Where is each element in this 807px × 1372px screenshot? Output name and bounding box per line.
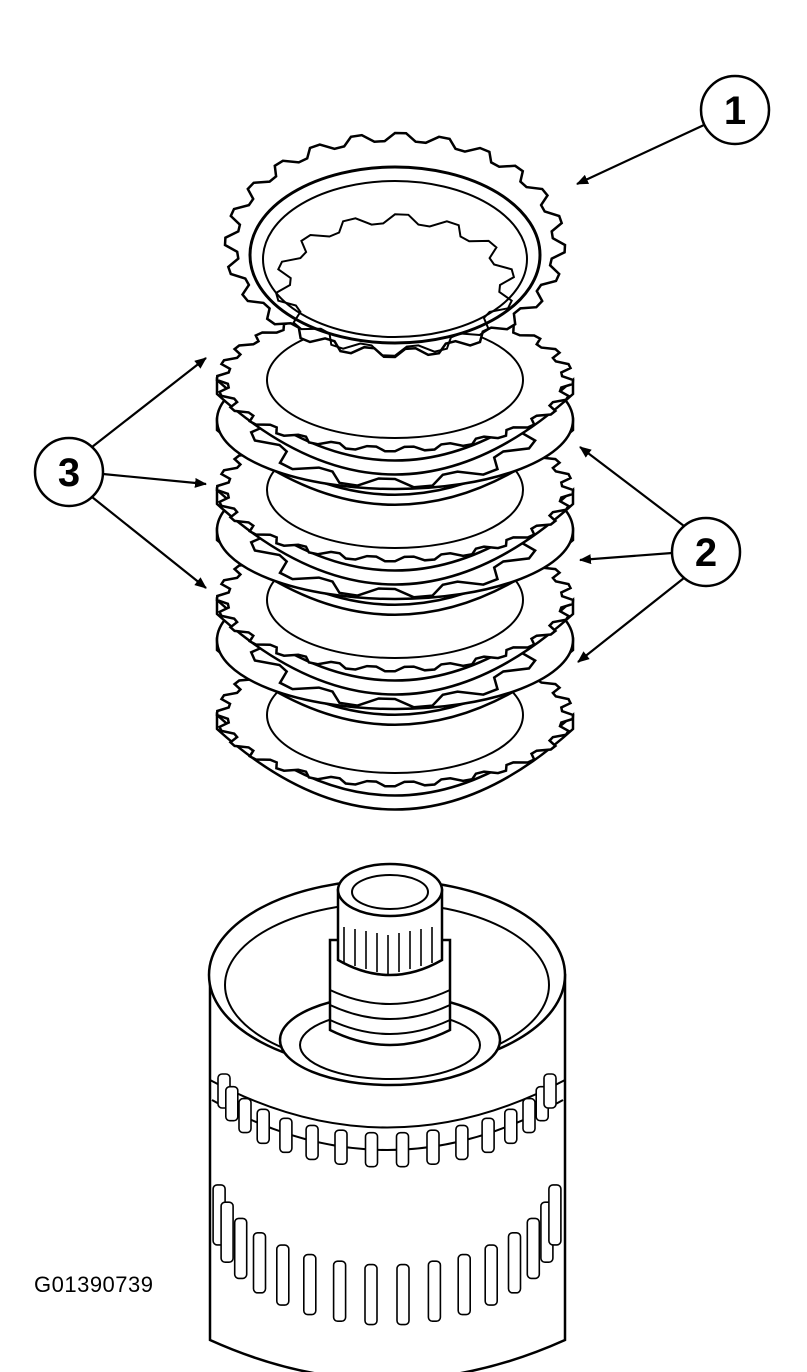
callout-1-label: 1: [724, 89, 746, 133]
callout-3-leader-upper: [91, 357, 207, 448]
drum-lower-slots: [212, 1184, 562, 1326]
retaining-ring: [223, 131, 567, 359]
callout-2-label: 2: [695, 531, 717, 575]
figure-id: G01390739: [34, 1272, 154, 1297]
callout-2-leader-lower: [577, 577, 685, 663]
callout-3-label: 3: [58, 451, 80, 495]
callout-1-leader: [576, 124, 705, 185]
callout-1: 1: [576, 74, 771, 185]
steel-plate-upper: [215, 307, 575, 476]
clutch-drum-hub: [207, 862, 567, 1372]
callout-2: 2: [577, 446, 742, 663]
callout-3: 3: [33, 357, 207, 589]
clutch-plate-stack: [215, 131, 575, 811]
callout-2-leader-middle: [579, 551, 673, 565]
callout-3-leader-middle: [102, 472, 207, 488]
callout-3-leader-lower: [91, 496, 207, 589]
drum-upper-slots: [217, 1073, 557, 1168]
hub-splines: [343, 927, 433, 975]
callout-2-leader-upper: [579, 446, 685, 527]
